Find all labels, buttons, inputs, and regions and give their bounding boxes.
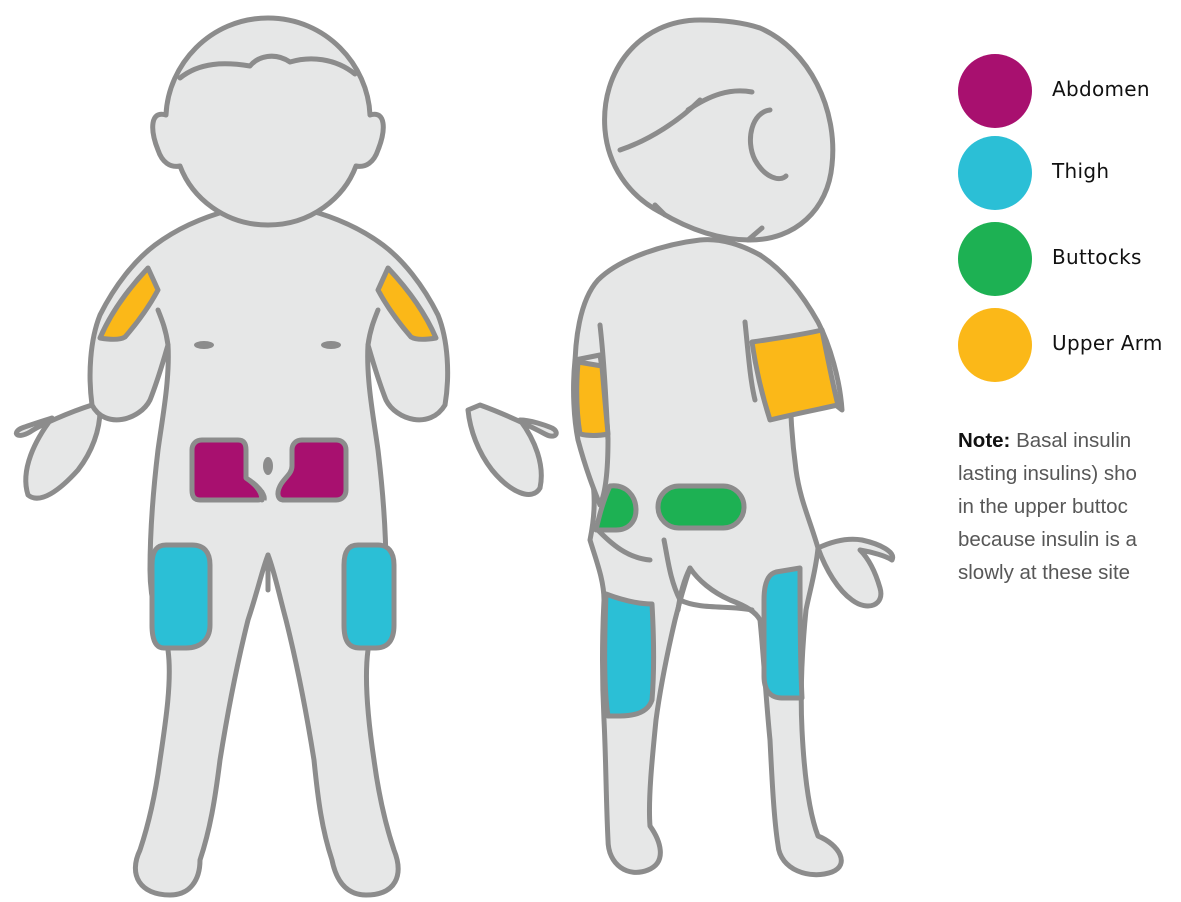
back-upper-arm-zone-left: [577, 362, 608, 436]
note-line-5: slowly at these site: [958, 556, 1181, 589]
front-thigh-zone-left: [152, 545, 210, 648]
front-view-child: [16, 18, 556, 895]
note-line-3: in the upper buttoc: [958, 490, 1181, 523]
front-nipple-right: [321, 341, 341, 349]
legend-label-buttocks: Buttocks: [1052, 245, 1142, 269]
abdomen-color-swatch: [958, 54, 1032, 128]
note-line-2: lasting insulins) sho: [958, 457, 1181, 490]
front-head: [153, 18, 384, 225]
legend-item-buttocks: Buttocks: [958, 222, 1181, 298]
legend-item-abdomen: Abdomen: [958, 54, 1181, 130]
back-hand: [818, 539, 893, 606]
note-label: Note:: [958, 429, 1010, 452]
legend-label-thigh: Thigh: [1052, 159, 1109, 183]
back-view-child: [574, 20, 893, 875]
front-nipple-left: [194, 341, 214, 349]
front-left-hand: [16, 405, 100, 498]
front-thigh-zone-right: [344, 545, 394, 648]
back-buttocks-zone-center: [658, 486, 744, 528]
legend-item-upper-arm: Upper Arm: [958, 308, 1181, 384]
note-line-4: because insulin is a: [958, 523, 1181, 556]
back-thigh-zone-left: [605, 594, 654, 716]
legend-label-abdomen: Abdomen: [1052, 77, 1150, 101]
thigh-color-swatch: [958, 136, 1032, 210]
buttocks-color-swatch: [958, 222, 1032, 296]
upper-arm-color-swatch: [958, 308, 1032, 382]
note-line-1: Note: Basal insulin: [958, 424, 1181, 457]
front-navel: [263, 457, 273, 475]
note-line-1-text: Basal insulin: [1016, 429, 1131, 452]
back-upper-arm-zone-right: [752, 330, 838, 420]
legend-label-upper-arm: Upper Arm: [1052, 331, 1163, 355]
note-text: Note: Basal insulin lasting insulins) sh…: [958, 424, 1181, 589]
back-head: [605, 20, 833, 240]
back-thigh-zone-right: [764, 568, 802, 698]
legend-item-thigh: Thigh: [958, 136, 1181, 212]
front-right-hand: [468, 405, 556, 494]
